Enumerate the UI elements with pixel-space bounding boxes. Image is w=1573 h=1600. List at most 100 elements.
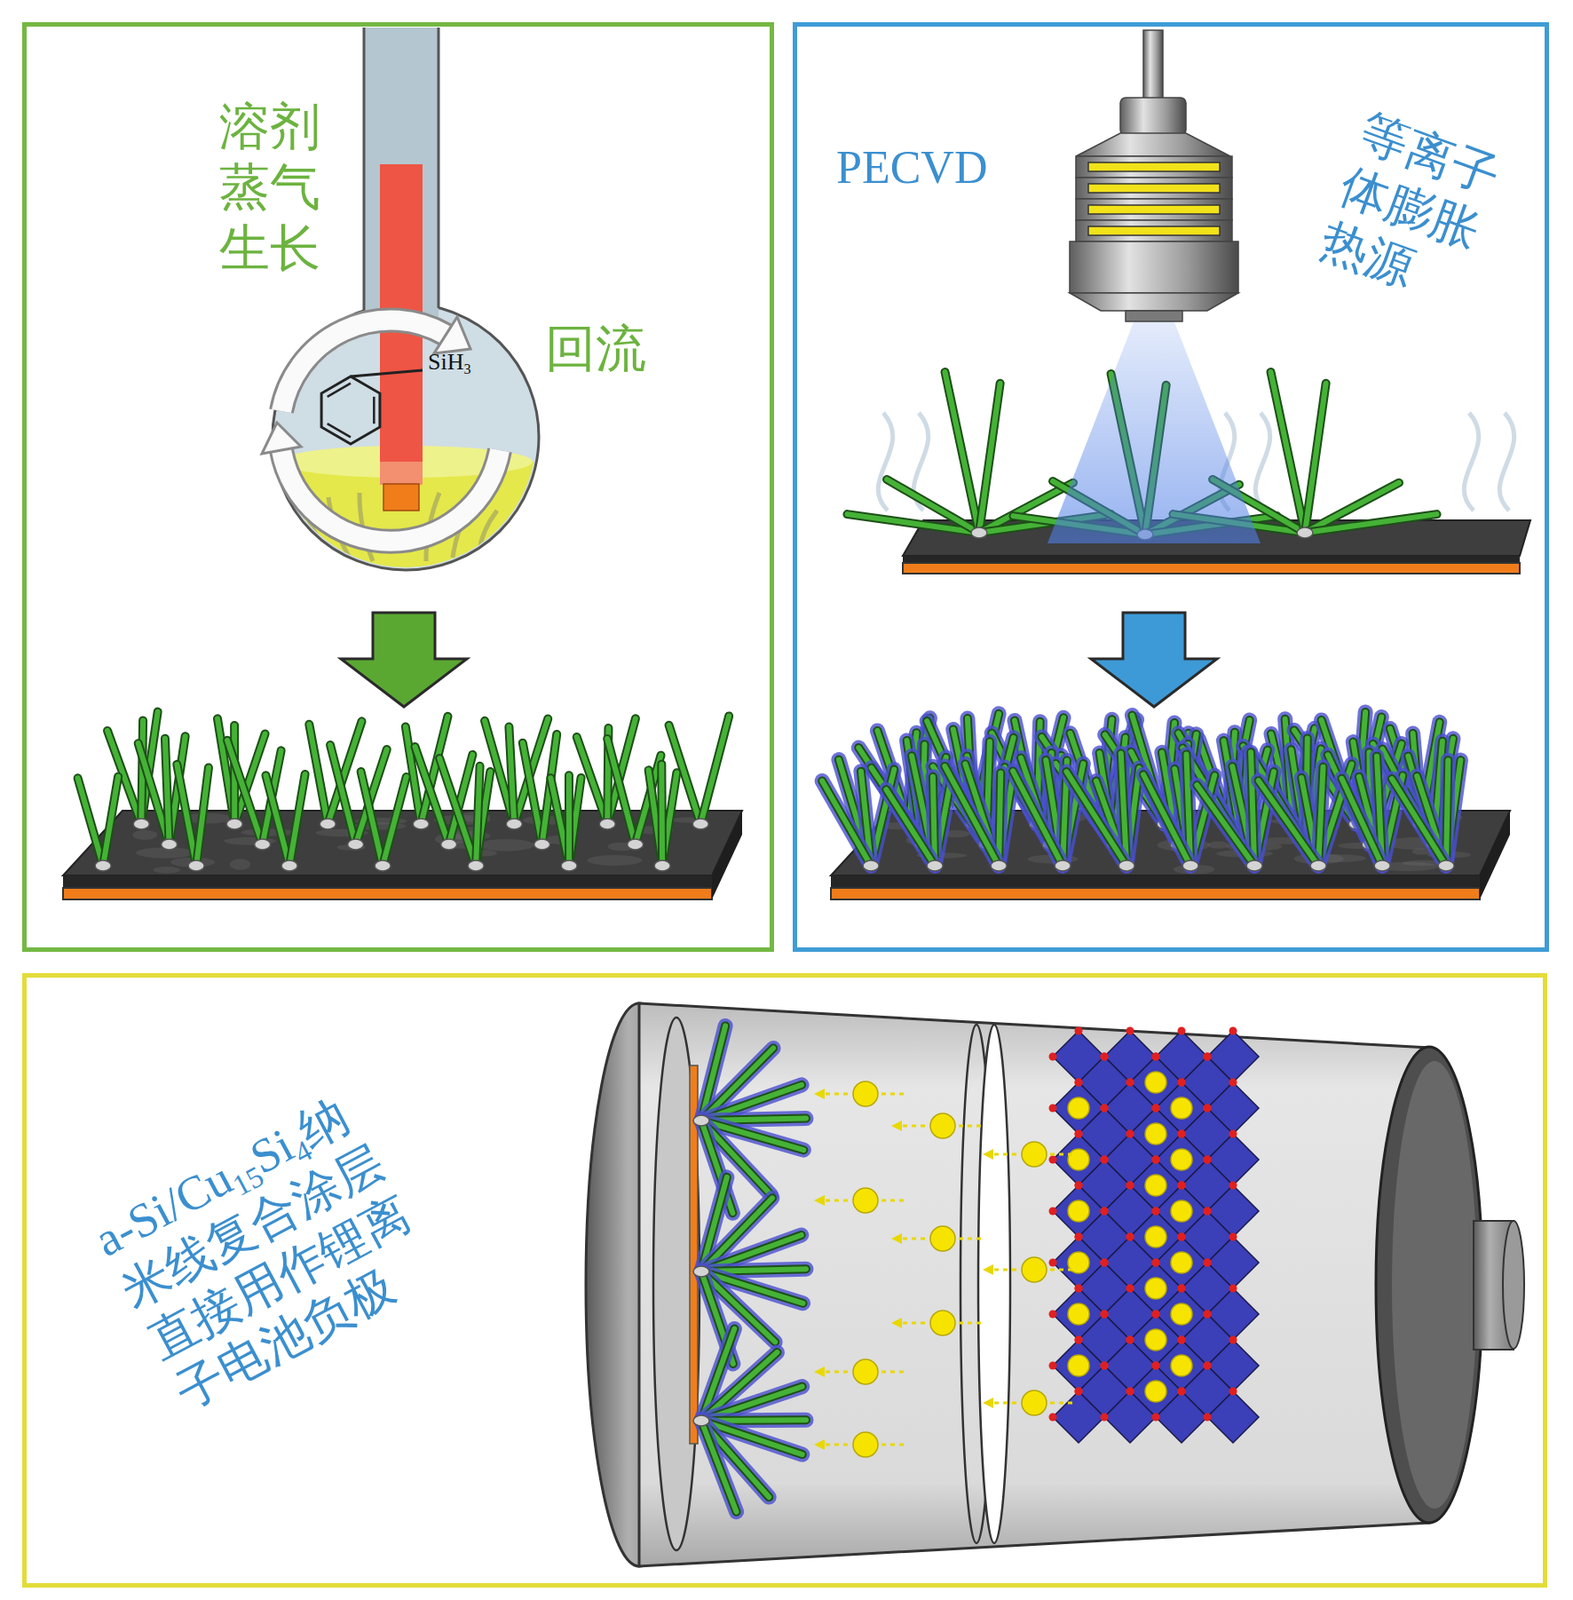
nanowire [176, 764, 197, 866]
substrate-texture [229, 858, 251, 870]
oxygen-atom [1075, 1387, 1083, 1396]
oxygen-atom [1177, 1027, 1186, 1036]
oxygen-atom [1100, 1052, 1109, 1061]
catalyst-seed [1054, 860, 1071, 871]
oxygen-atom [1126, 1233, 1135, 1242]
catalyst-seed [467, 860, 484, 871]
oxygen-atom [1075, 1284, 1083, 1293]
oxygen-atom [1152, 1207, 1161, 1216]
nanowire-outline [1196, 784, 1255, 866]
nanowire [1391, 778, 1447, 866]
catalyst-seed [1310, 860, 1327, 871]
oxygen-atom [1126, 1387, 1135, 1396]
ion-path [824, 1092, 848, 1096]
heated-substrate [379, 461, 423, 485]
process-label: 溶剂 蒸气 生长 [219, 95, 321, 278]
oxygen-atom [1229, 1284, 1238, 1293]
oxygen-atom [1075, 1130, 1083, 1139]
nanowire [1258, 780, 1319, 866]
catalyst-seed [1182, 860, 1199, 871]
copper-foil [830, 887, 1480, 900]
oxygen-atom [1049, 1413, 1058, 1422]
benzene-ring [321, 376, 380, 444]
oxygen-atom [1203, 1155, 1212, 1164]
nozzle-tip [1125, 310, 1183, 322]
oxygen-atom [1152, 1310, 1161, 1319]
silicon-coating [1446, 759, 1461, 866]
nanowire [439, 758, 476, 866]
nanowire [165, 738, 170, 845]
substrate-texture [1207, 841, 1230, 849]
nanowire [330, 744, 356, 845]
catalyst-seed [693, 1265, 710, 1277]
lithium-site [1067, 1097, 1090, 1119]
ion-path [993, 1401, 1017, 1405]
oxygen-atom [1203, 1052, 1212, 1061]
oxygen-atom [1229, 1181, 1238, 1190]
catalyst-seed [505, 818, 522, 830]
oxygen-atom [1049, 1155, 1058, 1164]
ion-path [881, 1092, 907, 1096]
lithium-site [1170, 1097, 1193, 1119]
ion-path [958, 1237, 984, 1241]
oxygen-atom [1229, 1078, 1238, 1087]
double-bond [327, 383, 351, 397]
nanowire [475, 766, 480, 866]
lithium-site [1170, 1200, 1193, 1222]
oxygen-atom [1152, 1155, 1161, 1164]
substrate-edge [902, 555, 1520, 563]
panel: a-Si/Cu15Si4纳 米线复合涂层 直接用作锂离 子电池负极 [22, 972, 1548, 1588]
oxygen-atom [1075, 1181, 1083, 1190]
plasma-cone [1047, 319, 1261, 544]
catalyst-seed [971, 527, 988, 538]
nanowire-outline [607, 738, 635, 845]
oxygen-atom [1100, 1361, 1109, 1370]
silicon-coating [1258, 780, 1319, 866]
terminal-face [1502, 1220, 1525, 1349]
nanowire [1318, 766, 1323, 866]
text-line: 生长 [219, 217, 321, 278]
nanowire [701, 1420, 737, 1512]
ion-arrowhead [982, 1148, 994, 1160]
double-bond [372, 396, 376, 424]
nanowire-outline [701, 1420, 737, 1512]
nanowire [1143, 774, 1191, 866]
oxygen-atom [1049, 1052, 1058, 1061]
lithium-site [1170, 1148, 1193, 1170]
oxygen-atom [1075, 1078, 1083, 1087]
nanowire [885, 789, 935, 866]
oxygen-atom [1152, 1104, 1161, 1113]
nanowire-outline [289, 774, 306, 866]
catalyst-seed [133, 818, 150, 830]
nanowire [1341, 778, 1383, 866]
lithium-ion [930, 1113, 956, 1139]
oxygen-atom [1203, 1361, 1212, 1370]
reflux-arrow [281, 450, 500, 542]
oxygen-atom [1177, 1233, 1186, 1242]
silicon-coating [1012, 770, 1063, 866]
silicon-coating [1446, 759, 1448, 866]
oxygen-atom [1126, 1181, 1135, 1190]
oxygen-atom [1126, 1387, 1135, 1396]
nanowire-outline [979, 383, 1001, 533]
oxygen-atom [1152, 1258, 1161, 1267]
catalyst-seed [654, 860, 671, 871]
nanowire-outline [102, 776, 119, 866]
double-bond [327, 423, 351, 437]
lithium-ion [853, 1081, 878, 1107]
heating-coil [1088, 226, 1220, 236]
oxygen-atom [1126, 1284, 1135, 1293]
process-label: 回流 [545, 317, 647, 379]
octahedron [1207, 1391, 1259, 1443]
wire-shadow [479, 510, 498, 553]
oxygen-atom [1177, 1181, 1186, 1190]
lithium-ion [853, 1359, 878, 1384]
nanowire-outline [656, 764, 667, 866]
catalyst-seed [1374, 860, 1391, 871]
ion-path [993, 1153, 1017, 1156]
oxygen-atom [1229, 1130, 1238, 1139]
lithium-site [1067, 1303, 1090, 1325]
heat-wave [877, 412, 893, 511]
catalyst-seed [990, 860, 1007, 871]
silicon-coating [822, 780, 871, 866]
